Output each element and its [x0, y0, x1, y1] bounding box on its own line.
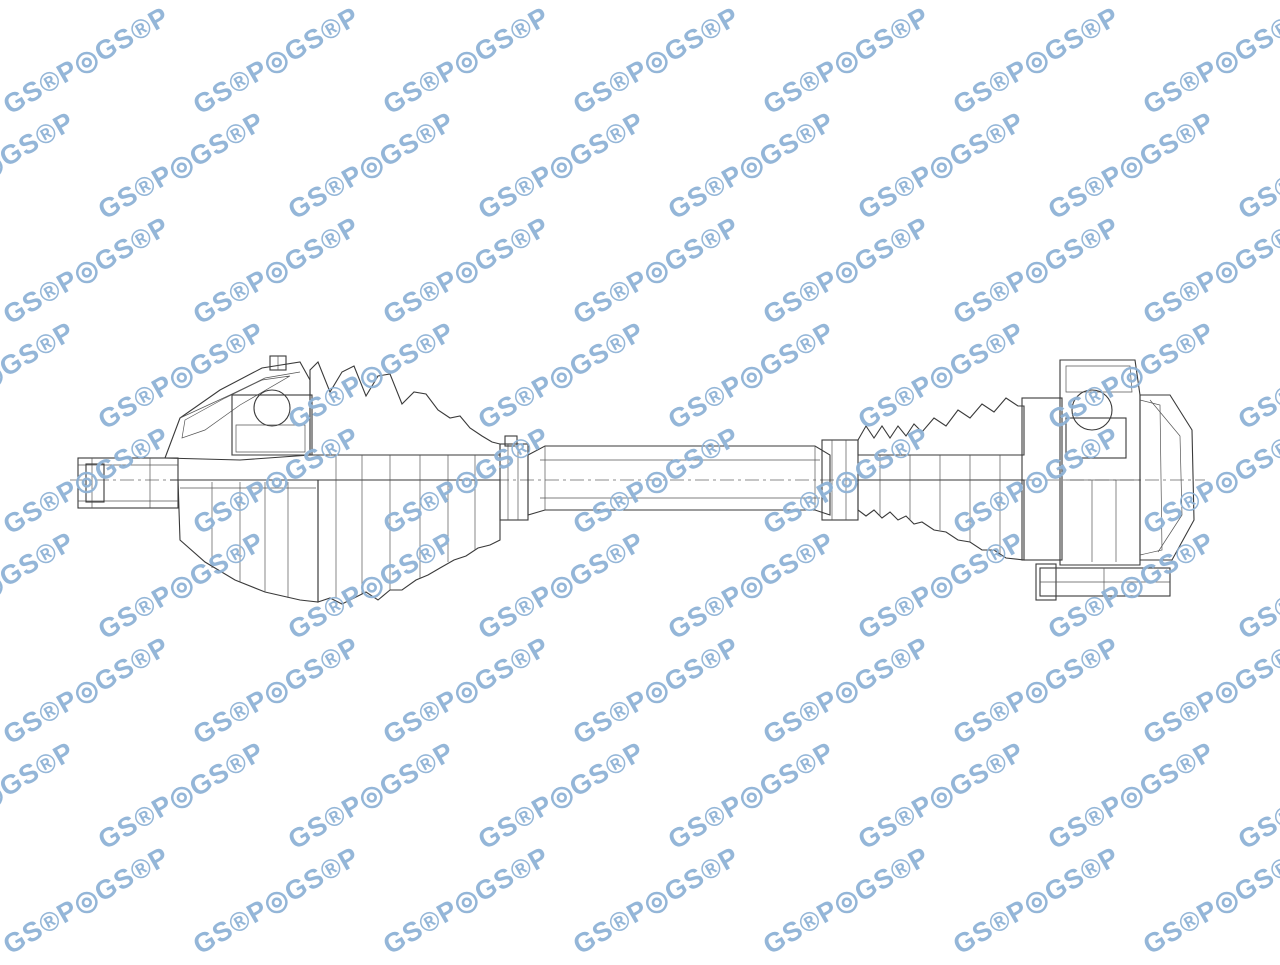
gsp-watermark-mark: GS®P◎GS®P: [378, 211, 554, 330]
gsp-watermark-mark: GS®P◎GS®P: [188, 841, 364, 960]
gsp-watermark-mark: GS®P◎GS®P: [0, 526, 79, 645]
left-cv-joint-housing: [164, 355, 320, 603]
gsp-watermark-mark: GS®P◎GS®P: [1043, 106, 1219, 225]
gsp-watermark-mark: GS®P◎GS®P: [283, 736, 459, 855]
gsp-watermark-mark: GS®P◎GS®P: [0, 1, 174, 120]
gsp-watermark-mark: GS®P◎GS®P: [283, 526, 459, 645]
gsp-watermark-mark: GS®P◎GS®P: [758, 211, 934, 330]
gsp-watermark-mark: GS®P◎GS®P: [663, 316, 839, 435]
gsp-watermark-mark: GS®P◎GS®P: [948, 421, 1124, 540]
gsp-watermark-mark: GS®P◎GS®P: [378, 631, 554, 750]
gsp-watermark-mark: GS®P◎GS®P: [1138, 841, 1280, 960]
gsp-watermark-mark: GS®P◎GS®P: [188, 211, 364, 330]
gsp-watermark-mark: GS®P◎GS®P: [0, 211, 174, 330]
gsp-watermark-mark: GS®P◎GS®P: [0, 421, 174, 540]
gsp-watermark-mark: GS®P◎GS®P: [853, 316, 1029, 435]
gsp-watermark-mark: GS®P◎GS®P: [1138, 211, 1280, 330]
gsp-watermark-mark: GS®P◎GS®P: [1138, 421, 1280, 540]
gsp-watermark-mark: GS®P◎GS®P: [853, 526, 1029, 645]
gsp-watermark-mark: GS®P◎GS®P: [378, 1, 554, 120]
gsp-watermark-mark: GS®P◎GS®P: [663, 736, 839, 855]
gsp-watermark-mark: GS®P◎GS®P: [0, 631, 174, 750]
gsp-watermark-mark: GS®P◎GS®P: [568, 421, 744, 540]
gsp-watermark-mark: GS®P◎GS®P: [568, 1, 744, 120]
gsp-watermark-mark: GS®P◎GS®P: [0, 106, 79, 225]
gsp-watermark-mark: GS®P◎GS®P: [1138, 631, 1280, 750]
gsp-watermark-mark: GS®P◎GS®P: [473, 526, 649, 645]
gsp-watermark-mark: GS®P◎GS®P: [568, 211, 744, 330]
gsp-watermark-mark: GS®P◎GS®P: [758, 631, 934, 750]
gsp-watermark-mark: GS®P◎GS®P: [378, 841, 554, 960]
gsp-watermark-mark: GS®P◎GS®P: [1138, 1, 1280, 120]
gsp-watermark-mark: GS®P◎GS®P: [1233, 736, 1280, 855]
gsp-watermark-mark: GS®P◎GS®P: [93, 106, 269, 225]
gsp-watermark-mark: GS®P◎GS®P: [1233, 316, 1280, 435]
center-shaft: [527, 445, 831, 516]
gsp-watermark-mark: GS®P◎GS®P: [93, 736, 269, 855]
gsp-watermark-mark: GS®P◎GS®P: [1043, 316, 1219, 435]
gsp-watermark-mark: GS®P◎GS®P: [948, 1, 1124, 120]
gsp-watermark-mark: GS®P◎GS®P: [758, 1, 934, 120]
gsp-watermark-mark: GS®P◎GS®P: [1233, 526, 1280, 645]
gsp-watermark-mark: GS®P◎GS®P: [93, 526, 269, 645]
gsp-watermark-mark: GS®P◎GS®P: [948, 841, 1124, 960]
gsp-watermark-mark: GS®P◎GS®P: [473, 736, 649, 855]
gsp-watermark-mark: GS®P◎GS®P: [758, 421, 934, 540]
gsp-watermark-mark: GS®P◎GS®P: [188, 631, 364, 750]
left-cv-boot: [309, 361, 529, 605]
gsp-watermark-mark: GS®P◎GS®P: [663, 526, 839, 645]
gsp-watermark-mark: GS®P◎GS®P: [663, 106, 839, 225]
gsp-watermark-mark: GS®P◎GS®P: [188, 1, 364, 120]
gsp-watermark-mark: GS®P◎GS®P: [568, 841, 744, 960]
gsp-watermark-mark: GS®P◎GS®P: [1043, 736, 1219, 855]
gsp-watermark-mark: GS®P◎GS®P: [473, 106, 649, 225]
gsp-watermark-mark: GS®P◎GS®P: [948, 631, 1124, 750]
gsp-watermark-mark: GS®P◎GS®P: [853, 736, 1029, 855]
gsp-watermark-mark: GS®P◎GS®P: [853, 106, 1029, 225]
gsp-watermark-mark: GS®P◎GS®P: [188, 421, 364, 540]
gsp-watermark-mark: GS®P◎GS®P: [0, 841, 174, 960]
gsp-watermark-mark: GS®P◎GS®P: [1233, 106, 1280, 225]
gsp-watermark-mark: GS®P◎GS®P: [473, 316, 649, 435]
right-cv-joint-housing: [1021, 359, 1195, 601]
gsp-watermark-mark: GS®P◎GS®P: [1043, 526, 1219, 645]
gsp-watermark-mark: GS®P◎GS®P: [568, 631, 744, 750]
gsp-watermark-mark: GS®P◎GS®P: [948, 211, 1124, 330]
gsp-watermark-mark: GS®P◎GS®P: [0, 736, 79, 855]
gsp-watermark-mark: GS®P◎GS®P: [758, 841, 934, 960]
gsp-watermark-mark: GS®P◎GS®P: [0, 316, 79, 435]
gsp-watermark-mark: GS®P◎GS®P: [283, 106, 459, 225]
